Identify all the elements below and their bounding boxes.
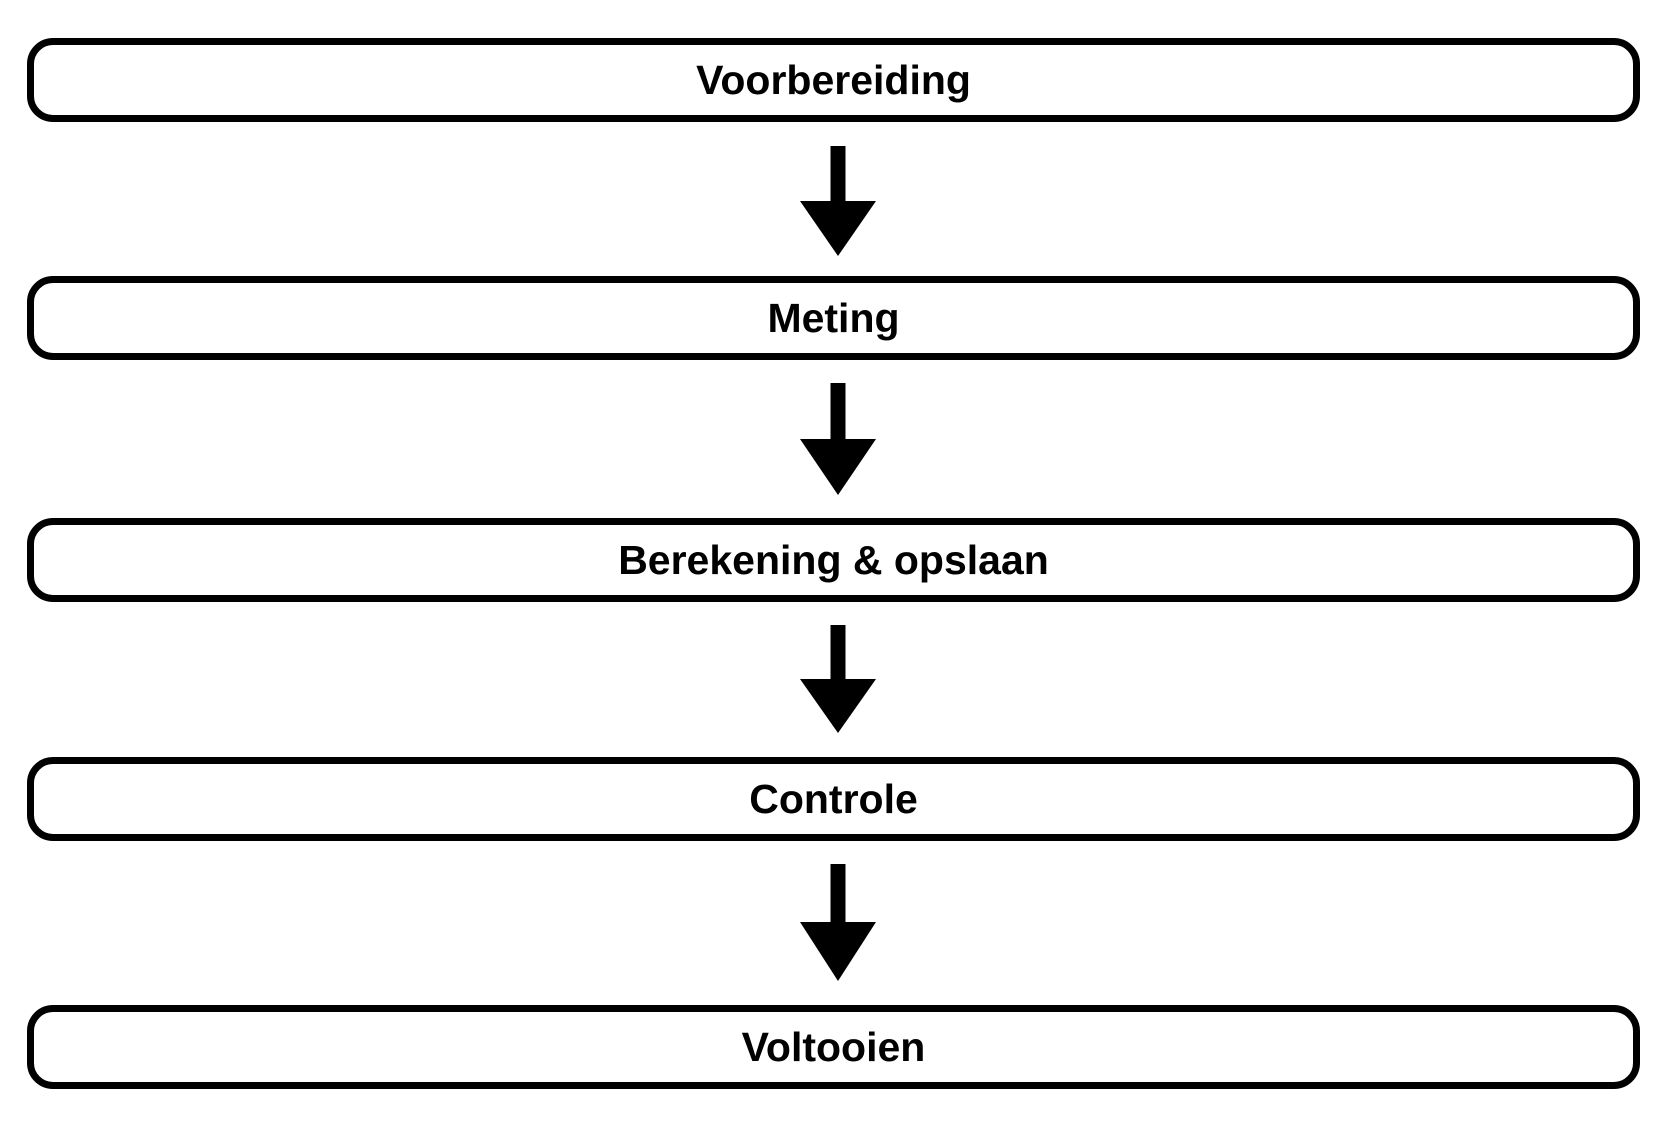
arrow-down-icon	[800, 146, 876, 256]
flowchart-node-meting: Meting	[27, 276, 1640, 360]
arrow-down-icon	[800, 625, 876, 733]
flowchart-node-voltooien: Voltooien	[27, 1005, 1640, 1089]
flowchart-node-berekening-opslaan: Berekening & opslaan	[27, 518, 1640, 602]
flowchart-node-label: Voorbereiding	[696, 56, 971, 103]
flowchart-node-label: Berekening & opslaan	[618, 536, 1049, 583]
arrow-down-icon	[800, 383, 876, 495]
flowchart-node-label: Voltooien	[741, 1023, 926, 1070]
flowchart-node-controle: Controle	[27, 757, 1640, 841]
arrow-down-icon	[800, 864, 876, 981]
flowchart-node-voorbereiding: Voorbereiding	[27, 38, 1640, 122]
flowchart-node-label: Meting	[767, 294, 900, 341]
flowchart-node-label: Controle	[749, 775, 918, 822]
